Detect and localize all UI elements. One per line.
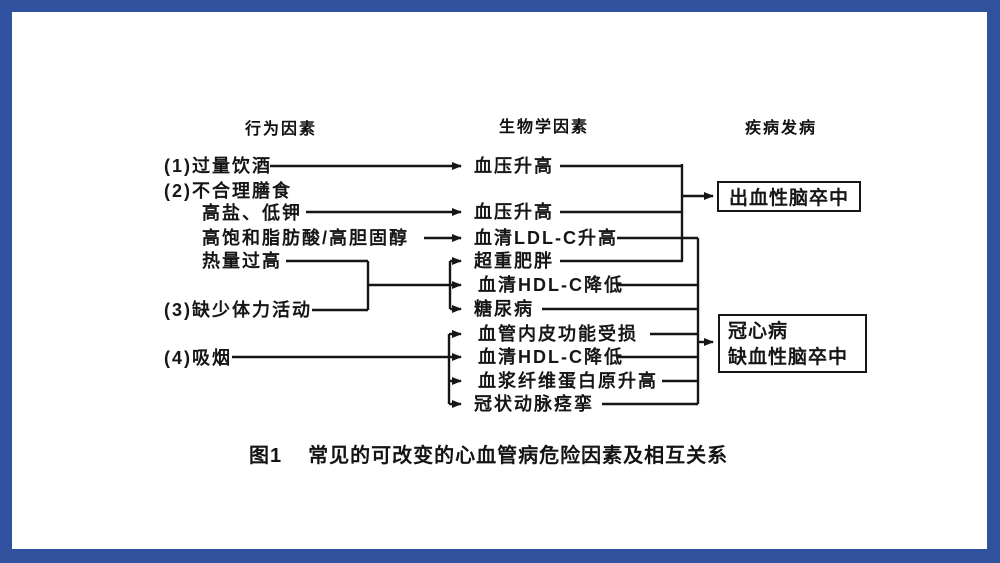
hemorrhagic-stroke-label: 出血性脑卒中: [728, 188, 849, 209]
chd-label: 冠心病: [728, 321, 789, 342]
risk-factor-flow-diagram: 行为因素 生物学因素 疾病发病 (1)过量饮酒 (2)不合理膳食 高盐、低钾 高…: [12, 12, 987, 549]
left-to-middle-arrows: [270, 162, 462, 242]
biological-diabetes: 糖尿病: [474, 299, 534, 319]
behavioral-high-salt-low-potassium: 高盐、低钾: [202, 203, 302, 223]
biological-elevated-fibrinogen: 血浆纤维蛋白原升高: [478, 371, 658, 391]
behavioral-saturated-fat-cholesterol: 高饱和脂肪酸/高胆固醇: [202, 228, 409, 248]
biological-reduced-hdl-c-1: 血清HDL-C降低: [478, 275, 624, 295]
biological-elevated-ldl-c: 血清LDL-C升高: [474, 228, 618, 248]
behavioral-smoking: (4)吸烟: [164, 348, 232, 368]
header-behavioral-factors: 行为因素: [245, 121, 318, 138]
biological-reduced-hdl-c-2: 血清HDL-C降低: [478, 347, 624, 367]
behavioral-excessive-drinking: (1)过量饮酒: [164, 156, 272, 176]
connector-lines: [232, 162, 714, 408]
biological-endothelial-dysfunction: 血管内皮功能受损: [478, 324, 638, 344]
behavioral-unreasonable-diet: (2)不合理膳食: [164, 181, 292, 201]
behavioral-physical-inactivity: (3)缺少体力活动: [164, 300, 312, 320]
biological-coronary-artery-spasm: 冠状动脉痉挛: [474, 394, 594, 414]
chd-ischemic-stroke-collector: [542, 236, 714, 406]
ischemic-stroke-label: 缺血性脑卒中: [728, 347, 849, 368]
behavioral-excess-calories: 热量过高: [202, 251, 282, 271]
biological-overweight-obesity: 超重肥胖: [474, 251, 554, 271]
hemorrhagic-stroke-box: 出血性脑卒中: [717, 181, 861, 212]
page-background: 行为因素 生物学因素 疾病发病 (1)过量饮酒 (2)不合理膳食 高盐、低钾 高…: [12, 12, 987, 549]
figure-number: 图1: [249, 445, 283, 467]
calorie-inactivity-bracket: [286, 257, 462, 313]
smoking-bracket: [232, 330, 462, 408]
hemorrhagic-stroke-collector: [560, 164, 714, 263]
figure-caption-text: 常见的可改变的心血管病危险因素及相互关系: [308, 445, 729, 467]
biological-elevated-bp-1: 血压升高: [474, 156, 554, 176]
header-disease-onset: 疾病发病: [745, 120, 818, 137]
header-biological-factors: 生物学因素: [499, 119, 590, 136]
figure-caption: 图1 常见的可改变的心血管病危险因素及相互关系: [249, 439, 728, 468]
biological-elevated-bp-2: 血压升高: [474, 202, 554, 222]
chd-ischemic-stroke-box: 冠心病 缺血性脑卒中: [718, 314, 867, 373]
